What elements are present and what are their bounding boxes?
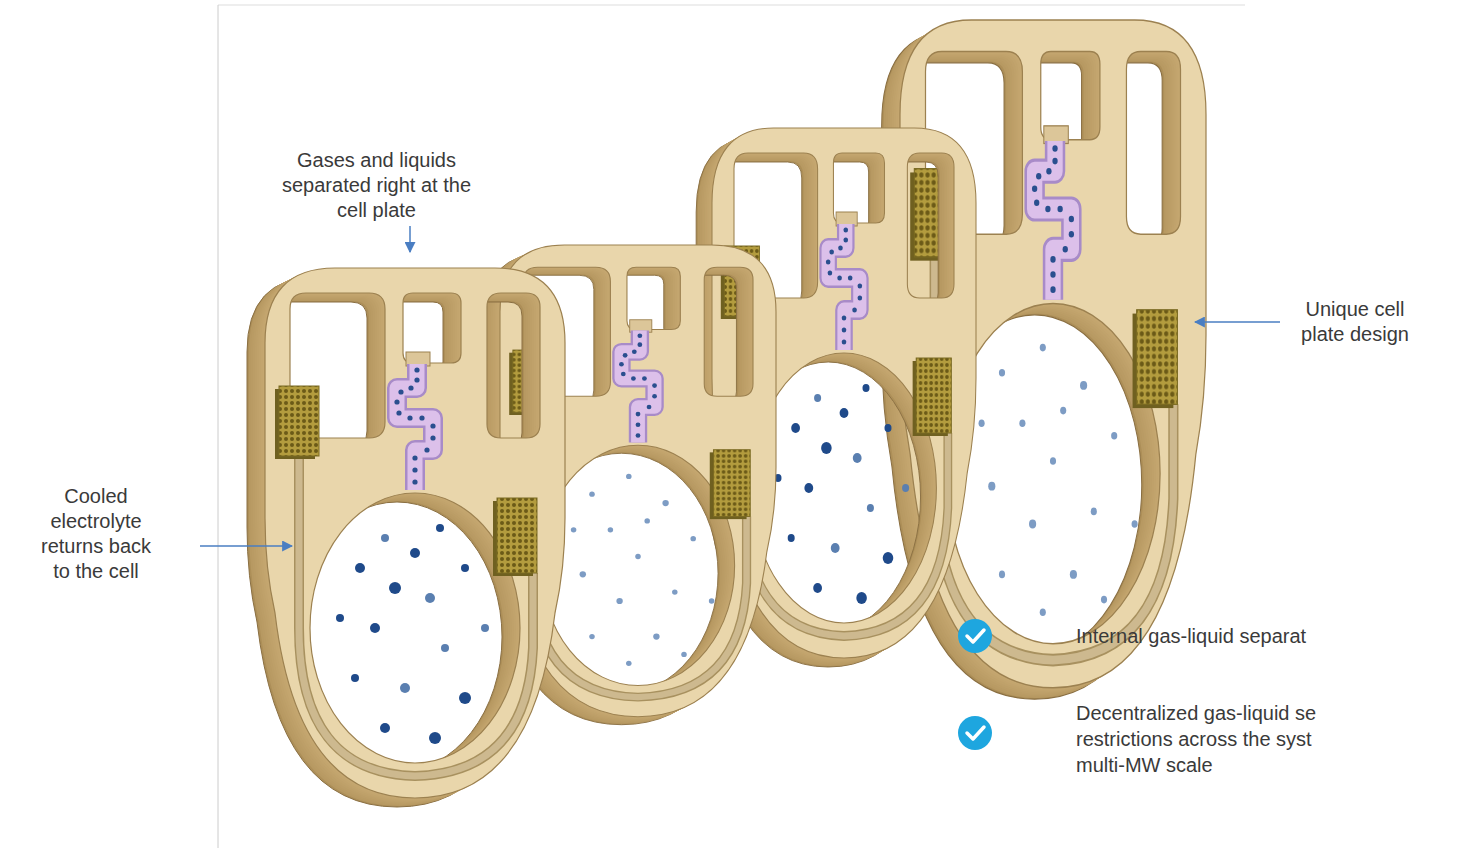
check-icon	[958, 716, 992, 750]
feature-bullet: Decentralized gas-liquid se restrictions…	[1076, 700, 1366, 778]
callout-label: Gases and liquids separated right at the…	[269, 148, 484, 223]
check-icon	[958, 619, 992, 653]
leader-arrow	[409, 226, 411, 252]
leader-arrow	[1195, 321, 1280, 323]
callout-label: Cooled electrolyte returns back to the c…	[32, 484, 160, 584]
callout-label: Unique cell plate design	[1291, 297, 1419, 347]
feature-bullet: Internal gas-liquid separat	[1076, 623, 1463, 649]
frame-line	[218, 5, 1245, 6]
leader-arrow	[200, 545, 292, 547]
cell-plate	[247, 268, 565, 807]
frame-line	[218, 5, 219, 848]
